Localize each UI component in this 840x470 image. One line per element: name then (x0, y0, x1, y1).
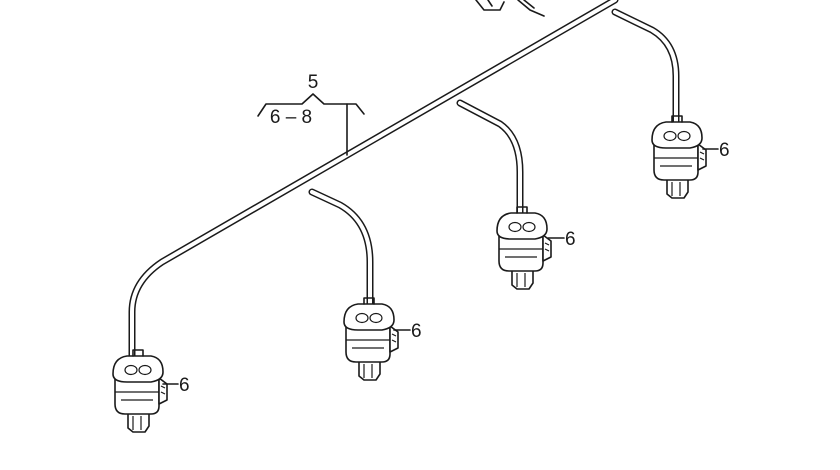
branch-wire-2 (308, 188, 374, 308)
callout-connector-3: 6 (565, 229, 576, 250)
branch-wire-4 (611, 8, 680, 128)
callout-connector-1: 6 (179, 375, 190, 396)
connector-2 (343, 297, 399, 381)
callout-6-8: 6 – 8 (270, 107, 312, 128)
branch-wire-3 (456, 99, 524, 218)
connector-1 (112, 349, 168, 433)
callout-connector-4: 6 (719, 140, 730, 161)
callout-5: 5 (308, 72, 319, 93)
callout-connector-2: 6 (411, 321, 422, 342)
harness-trunk (128, 0, 619, 364)
group-callout-bracket (257, 93, 365, 156)
partial-top-component (475, 0, 545, 17)
connector-4 (651, 115, 707, 199)
connector-3 (496, 206, 552, 290)
